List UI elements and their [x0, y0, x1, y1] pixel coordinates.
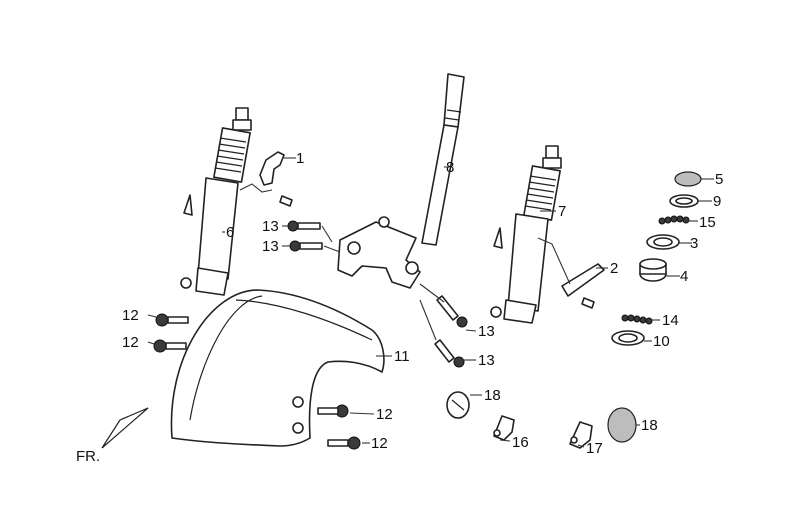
small-parts [446, 391, 637, 449]
hose-clamp [537, 237, 605, 309]
callout-18-b: 18 [641, 417, 658, 434]
callout-13-c: 13 [478, 323, 495, 340]
callout-13-a: 13 [262, 218, 279, 235]
callout-8: 8 [446, 159, 454, 176]
ball-ring-upper [658, 215, 690, 225]
callout-15: 15 [699, 214, 716, 231]
ball-ring-lower [621, 314, 653, 325]
fender-bolts [153, 313, 361, 450]
callout-16: 16 [512, 434, 529, 451]
direction-label: FR. [76, 448, 100, 465]
front-fender [170, 289, 385, 447]
callout-14: 14 [662, 312, 679, 329]
right-fork-leg [490, 145, 562, 324]
callout-3: 3 [690, 235, 698, 252]
callout-13-b: 13 [262, 238, 279, 255]
callout-17: 17 [586, 440, 603, 457]
stem-bolts [287, 220, 468, 368]
callout-13-d: 13 [478, 352, 495, 369]
callout-7: 7 [558, 203, 566, 220]
callout-12-c: 12 [376, 406, 393, 423]
leader-lines [147, 157, 714, 448]
bearing-stack [611, 171, 702, 346]
callout-4: 4 [680, 268, 688, 285]
bracket-part [239, 151, 293, 207]
callout-10: 10 [653, 333, 670, 350]
callout-1: 1 [296, 150, 304, 167]
steering-stem [337, 73, 465, 289]
callout-6: 6 [226, 224, 234, 241]
callout-11: 11 [394, 348, 410, 365]
callout-9: 9 [713, 193, 721, 210]
callout-12-a: 12 [122, 307, 139, 324]
left-fork-leg [180, 107, 252, 296]
callout-2: 2 [610, 260, 618, 277]
front-direction-arrow [101, 407, 149, 449]
callout-18-a: 18 [484, 387, 501, 404]
callout-12-d: 12 [371, 435, 388, 452]
callout-5: 5 [715, 171, 723, 188]
callout-12-b: 12 [122, 334, 139, 351]
